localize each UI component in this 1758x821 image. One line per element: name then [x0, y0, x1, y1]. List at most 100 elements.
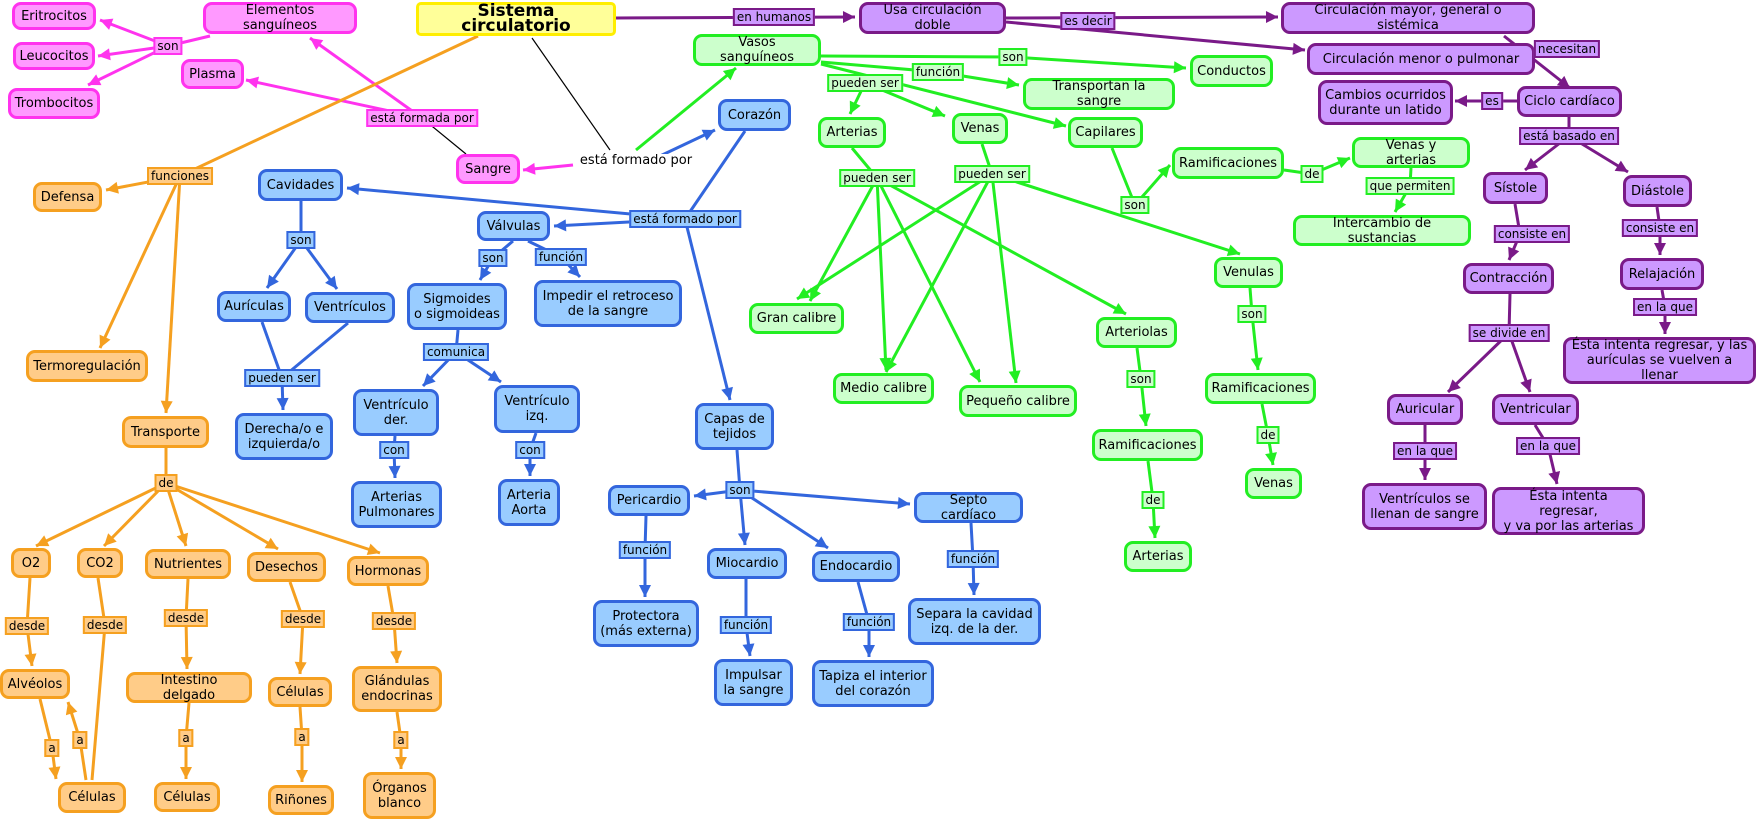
arrowhead-blue-47 [325, 275, 337, 289]
node-ventricular[interactable]: Ventricular [1492, 394, 1579, 425]
connector-black-21 [531, 37, 611, 151]
node-capilares[interactable]: Capilares [1068, 117, 1143, 148]
node-medio-calibre[interactable]: Medio calibre [833, 373, 934, 404]
node-impedir[interactable]: Impedir el retroceso de la sangre [534, 280, 682, 327]
node-transportan[interactable]: Transportan la sangre [1023, 78, 1175, 110]
node-intestino[interactable]: Intestino delgado [126, 672, 252, 703]
node-venulas[interactable]: Venulas [1214, 257, 1283, 288]
node-organos[interactable]: Órganos blanco [363, 772, 436, 819]
link-con-izq: con [515, 441, 545, 459]
node-plasma[interactable]: Plasma [181, 59, 244, 89]
node-arteria-aorta[interactable]: Arteria Aorta [498, 479, 560, 526]
arrowhead-purple-8 [1654, 243, 1666, 255]
node-o2[interactable]: O2 [11, 548, 51, 578]
node-impulsar[interactable]: Impulsar la sangre [714, 659, 793, 706]
node-rinones[interactable]: Riñones [268, 785, 334, 815]
arrowhead-pink-15 [98, 48, 111, 61]
arrowhead-purple-2 [1292, 42, 1305, 55]
link-a-glandulas: a [393, 731, 409, 749]
link-pueden-ser-venas: pueden ser [954, 165, 1030, 183]
link-comunica: comunica [422, 343, 490, 361]
node-intercambio[interactable]: Intercambio de sustancias [1293, 215, 1471, 246]
node-defensa[interactable]: Defensa [33, 182, 102, 212]
link-en-la-que-relajacion: en la que [1633, 298, 1697, 316]
node-co2[interactable]: CO2 [77, 548, 123, 578]
node-trombocitos[interactable]: Trombocitos [8, 88, 100, 119]
node-sigmoides[interactable]: Sigmoides o sigmoideas [407, 283, 507, 330]
arrowhead-pink-17 [310, 38, 324, 50]
connector-blue-59 [739, 488, 911, 506]
node-mayor[interactable]: Circulación mayor, general o sistémica [1281, 2, 1535, 34]
node-celulas-b[interactable]: Células [154, 782, 220, 812]
arrowhead-blue-50 [480, 266, 492, 280]
node-intenta-arterias[interactable]: Ésta intenta regresar, y va por las arte… [1492, 487, 1645, 535]
node-ventriculo-izq[interactable]: Ventrículo izq. [494, 385, 580, 433]
node-ramificaciones-ven[interactable]: Ramificaciones [1205, 373, 1316, 404]
arrowhead-orange-25 [99, 334, 111, 348]
node-diastole[interactable]: Diástole [1623, 175, 1692, 207]
node-termoregulacion[interactable]: Termoregulación [26, 350, 148, 382]
node-ramificaciones-art[interactable]: Ramificaciones [1092, 429, 1203, 461]
node-transporte[interactable]: Transporte [122, 416, 209, 448]
node-ventriculos[interactable]: Ventrículos [305, 292, 395, 323]
connector-green-78 [991, 172, 1241, 256]
node-sistema[interactable]: Sistema circulatorio [416, 2, 616, 36]
link-es-decir: es decir [1060, 12, 1116, 30]
connector-blue-48 [260, 321, 285, 411]
node-hormonas[interactable]: Hormonas [347, 556, 429, 586]
node-ventriculos-llenan[interactable]: Ventrículos se llenan de sangre [1362, 483, 1487, 530]
node-cavidades[interactable]: Cavidades [258, 169, 343, 201]
node-celulas-c[interactable]: Células [268, 677, 332, 707]
node-pequeno-calibre[interactable]: Pequeño calibre [959, 385, 1077, 417]
node-vasos[interactable]: Vasos sanguíneos [693, 34, 821, 66]
node-endocardio[interactable]: Endocardio [812, 551, 900, 582]
node-sangre[interactable]: Sangre [456, 154, 520, 184]
node-miocardio[interactable]: Miocardio [707, 548, 787, 579]
node-ciclo[interactable]: Ciclo cardíaco [1517, 86, 1622, 117]
node-intenta-auriculas[interactable]: Ésta intenta regresar, y las aurículas s… [1563, 337, 1756, 384]
arrowhead-orange-28 [36, 535, 50, 547]
node-glandulas[interactable]: Glándulas endocrinas [352, 666, 442, 712]
node-relajacion[interactable]: Relajación [1620, 258, 1704, 290]
node-arterias-fin[interactable]: Arterias [1124, 541, 1192, 572]
arrowhead-blue-62 [863, 645, 875, 657]
node-derecha-izquierda[interactable]: Derecha/o e izquierda/o [235, 413, 333, 460]
node-ventriculo-der[interactable]: Ventrículo der. [353, 389, 439, 436]
node-sistole[interactable]: Sístole [1483, 172, 1548, 204]
node-doble[interactable]: Usa circulación doble [859, 2, 1006, 34]
connector-orange-28 [35, 481, 167, 548]
arrowhead-orange-40 [180, 767, 192, 779]
node-menor[interactable]: Circulación menor o pulmonar [1307, 43, 1535, 75]
node-nutrientes[interactable]: Nutrientes [145, 549, 231, 579]
node-protectora[interactable]: Protectora (más externa) [593, 600, 699, 647]
node-arterias-pulmonares[interactable]: Arterias Pulmonares [351, 481, 442, 528]
node-desechos[interactable]: Desechos [247, 552, 326, 582]
node-contraccion[interactable]: Contracción [1463, 263, 1554, 294]
connector-green-72 [875, 177, 982, 383]
node-pericardio[interactable]: Pericardio [608, 485, 690, 516]
node-tapiza[interactable]: Tapiza el interior del corazón [812, 660, 934, 707]
node-arterias[interactable]: Arterias [818, 117, 886, 148]
arrowhead-green-73 [1112, 302, 1126, 314]
node-cambios[interactable]: Cambios ocurridos durante un latido [1318, 80, 1453, 125]
node-elementos[interactable]: Elementos sanguíneos [203, 2, 357, 34]
node-celulas-a[interactable]: Células [58, 782, 126, 813]
node-gran-calibre[interactable]: Gran calibre [749, 303, 844, 334]
node-venas[interactable]: Venas [952, 113, 1008, 144]
node-auricular[interactable]: Auricular [1387, 394, 1463, 425]
arrowhead-blue-60 [639, 585, 651, 597]
node-ramificaciones-cap[interactable]: Ramificaciones [1172, 147, 1284, 179]
node-arteriolas[interactable]: Arteriolas [1096, 317, 1177, 348]
node-eritrocitos[interactable]: Eritrocitos [12, 2, 96, 30]
node-separa[interactable]: Separa la cavidad izq. de la der. [908, 598, 1041, 645]
node-venas-fin[interactable]: Venas [1245, 468, 1302, 499]
node-capas[interactable]: Capas de tejidos [695, 403, 774, 450]
node-alveolos[interactable]: Alvéolos [0, 669, 70, 699]
node-septo[interactable]: Septo cardíaco [914, 492, 1023, 523]
node-auriculas[interactable]: Aurículas [217, 291, 291, 322]
node-venas-y-arterias[interactable]: Venas y arterias [1352, 137, 1470, 168]
node-conductos[interactable]: Conductos [1190, 55, 1273, 87]
node-valvulas[interactable]: Válvulas [477, 211, 550, 241]
node-corazon[interactable]: Corazón [718, 99, 791, 131]
node-leucocitos[interactable]: Leucocitos [13, 42, 95, 70]
